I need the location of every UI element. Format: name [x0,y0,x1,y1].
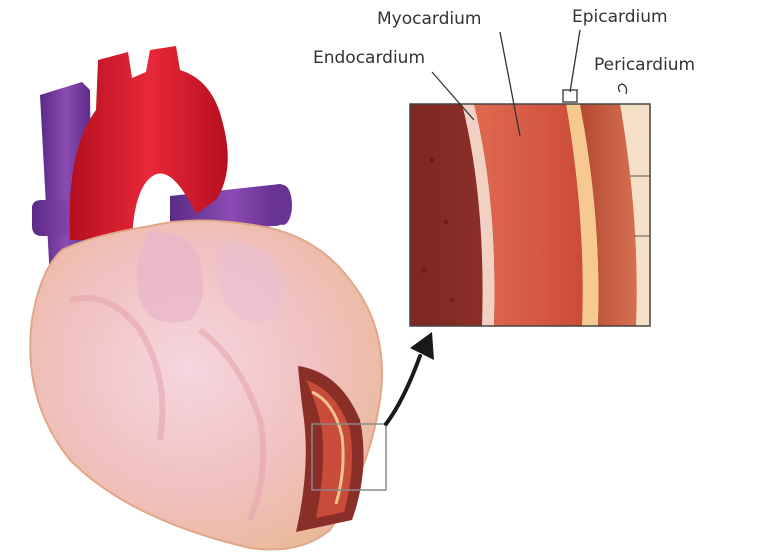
epicardium-leader [570,30,580,92]
layer-panel [410,104,650,326]
pericardium-marker [618,84,626,94]
myocardium-label: Myocardium [377,9,481,29]
zoom-arrow [386,332,434,424]
pericardium-label: Pericardium [594,55,695,75]
endocardium-label: Endocardium [313,48,425,68]
epicardium-label: Epicardium [572,7,668,27]
